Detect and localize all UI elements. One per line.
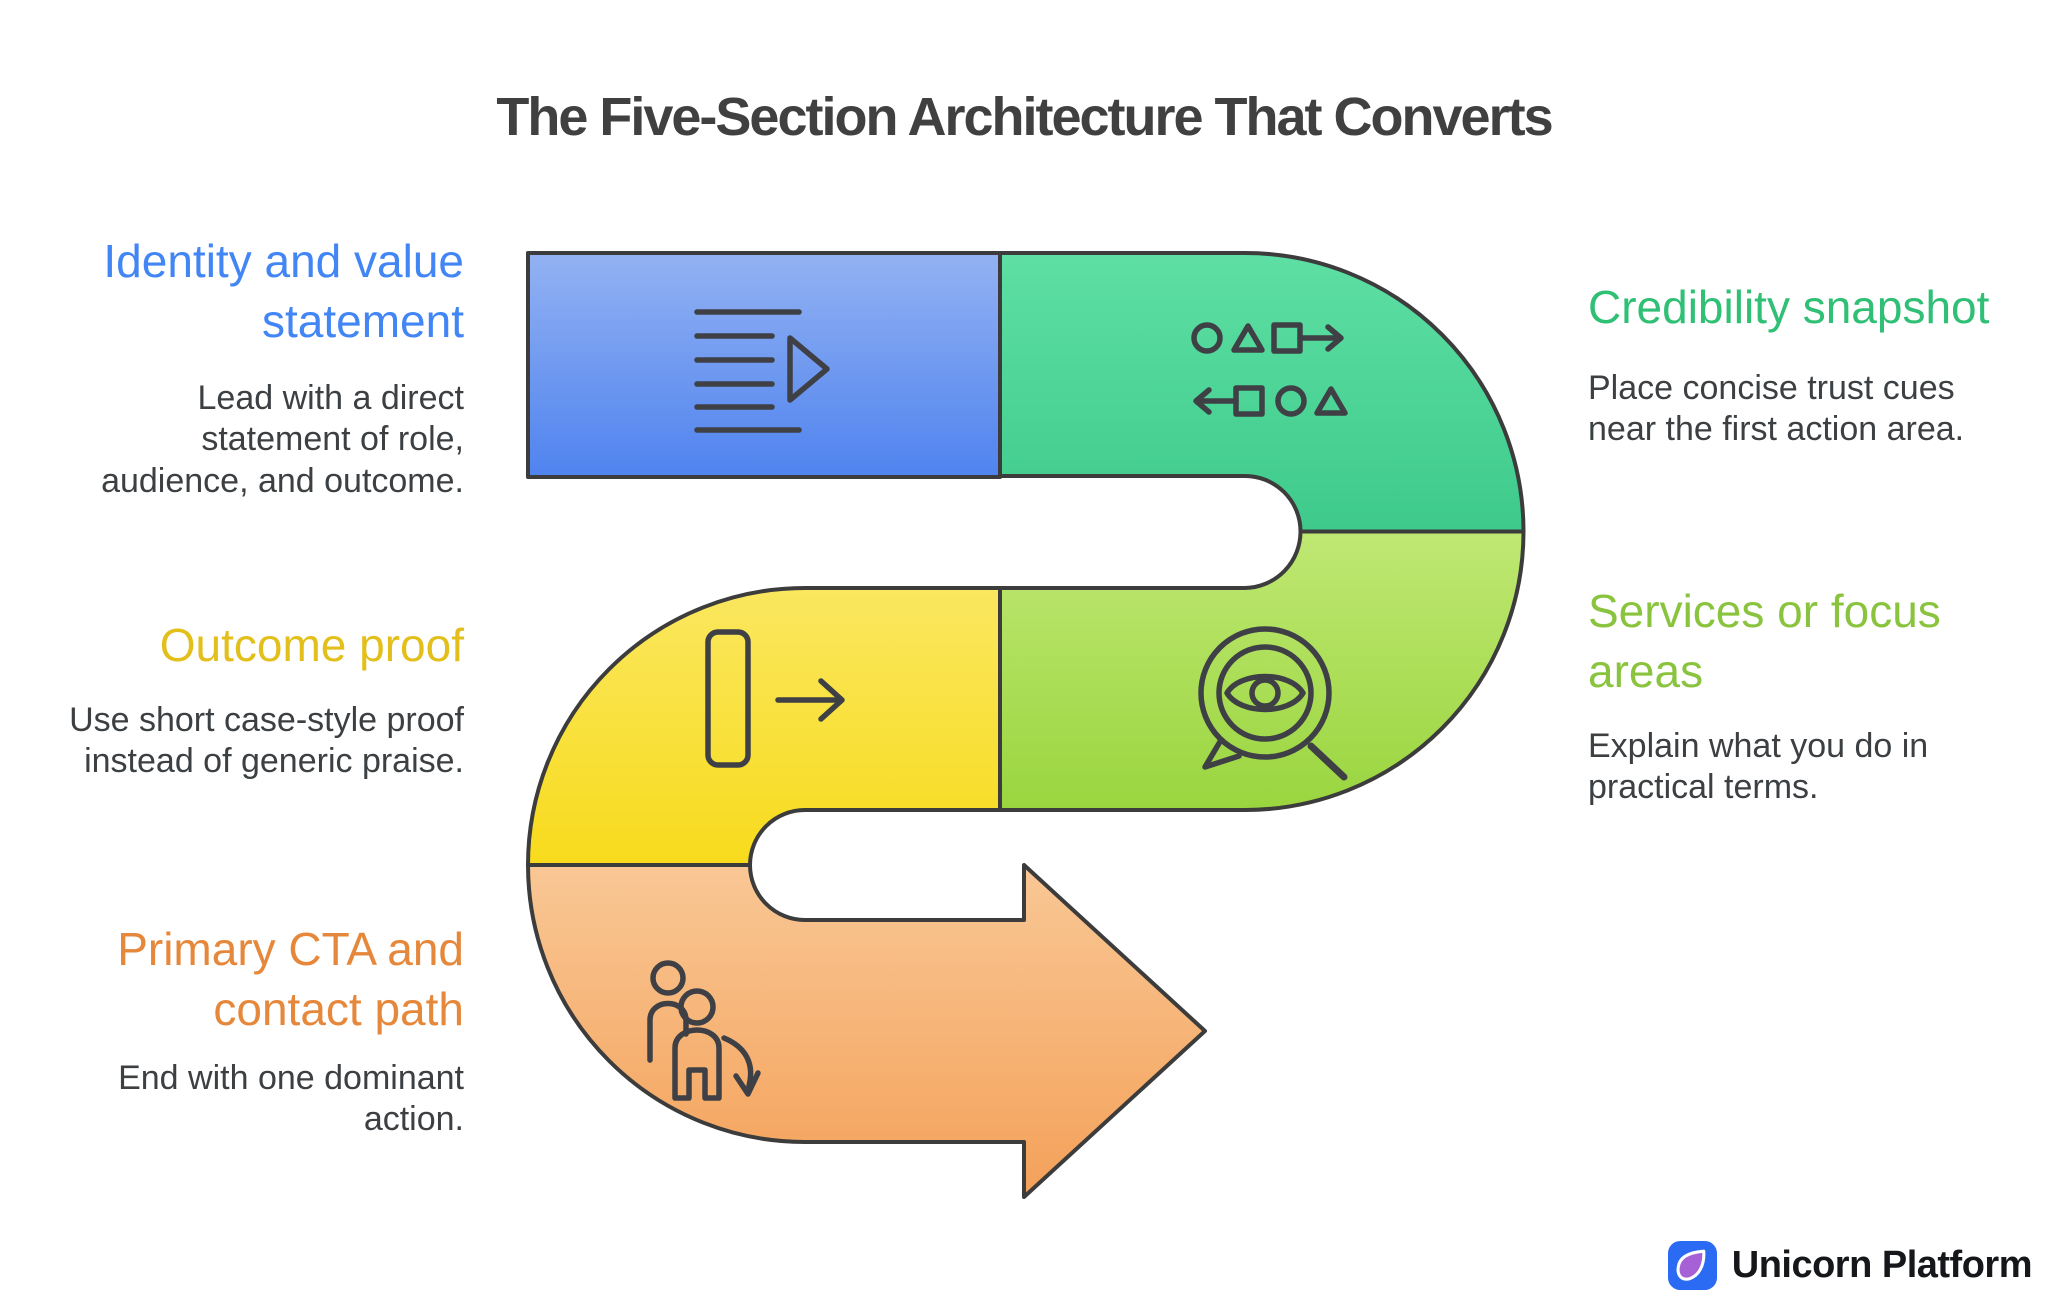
section-icons [647, 309, 1348, 1101]
people-down-arrow-icon [647, 960, 761, 1101]
identity-heading: Identity and value statement [103, 235, 464, 347]
section-cta [526, 863, 1207, 1199]
page-title: The Five-Section Architecture That Conve… [496, 87, 1553, 147]
services-heading: Services or focus areas [1588, 585, 1941, 697]
section-services [998, 529, 1526, 812]
flow-sections [526, 251, 1526, 1199]
section-identity [526, 251, 1002, 479]
text-lines-play-icon [694, 309, 830, 433]
services-description: Explain what you do in practical terms. [1588, 727, 1929, 807]
shapes-flow-icon [1191, 322, 1348, 417]
rectangle-forward-arrow-icon [705, 629, 845, 768]
search-eye-bubble-icon [1198, 626, 1348, 781]
identity-description: Lead with a direct statement of role, au… [101, 379, 464, 500]
brand-logo[interactable]: Unicorn Platform [1667, 1241, 2033, 1290]
outcome-description: Use short case-style proof instead of ge… [69, 701, 464, 781]
cta-description: End with one dominant action. [118, 1059, 464, 1139]
outcome-heading: Outcome proof [159, 619, 464, 671]
section-outcome [526, 586, 1002, 867]
unicorn-platform-logo-icon [1667, 1241, 1717, 1290]
cta-heading: Primary CTA and contact path [117, 923, 464, 1035]
brand-name: Unicorn Platform [1731, 1244, 2033, 1286]
credibility-heading: Credibility snapshot [1588, 281, 1990, 333]
credibility-description: Place concise trust cues near the first … [1588, 369, 1965, 449]
